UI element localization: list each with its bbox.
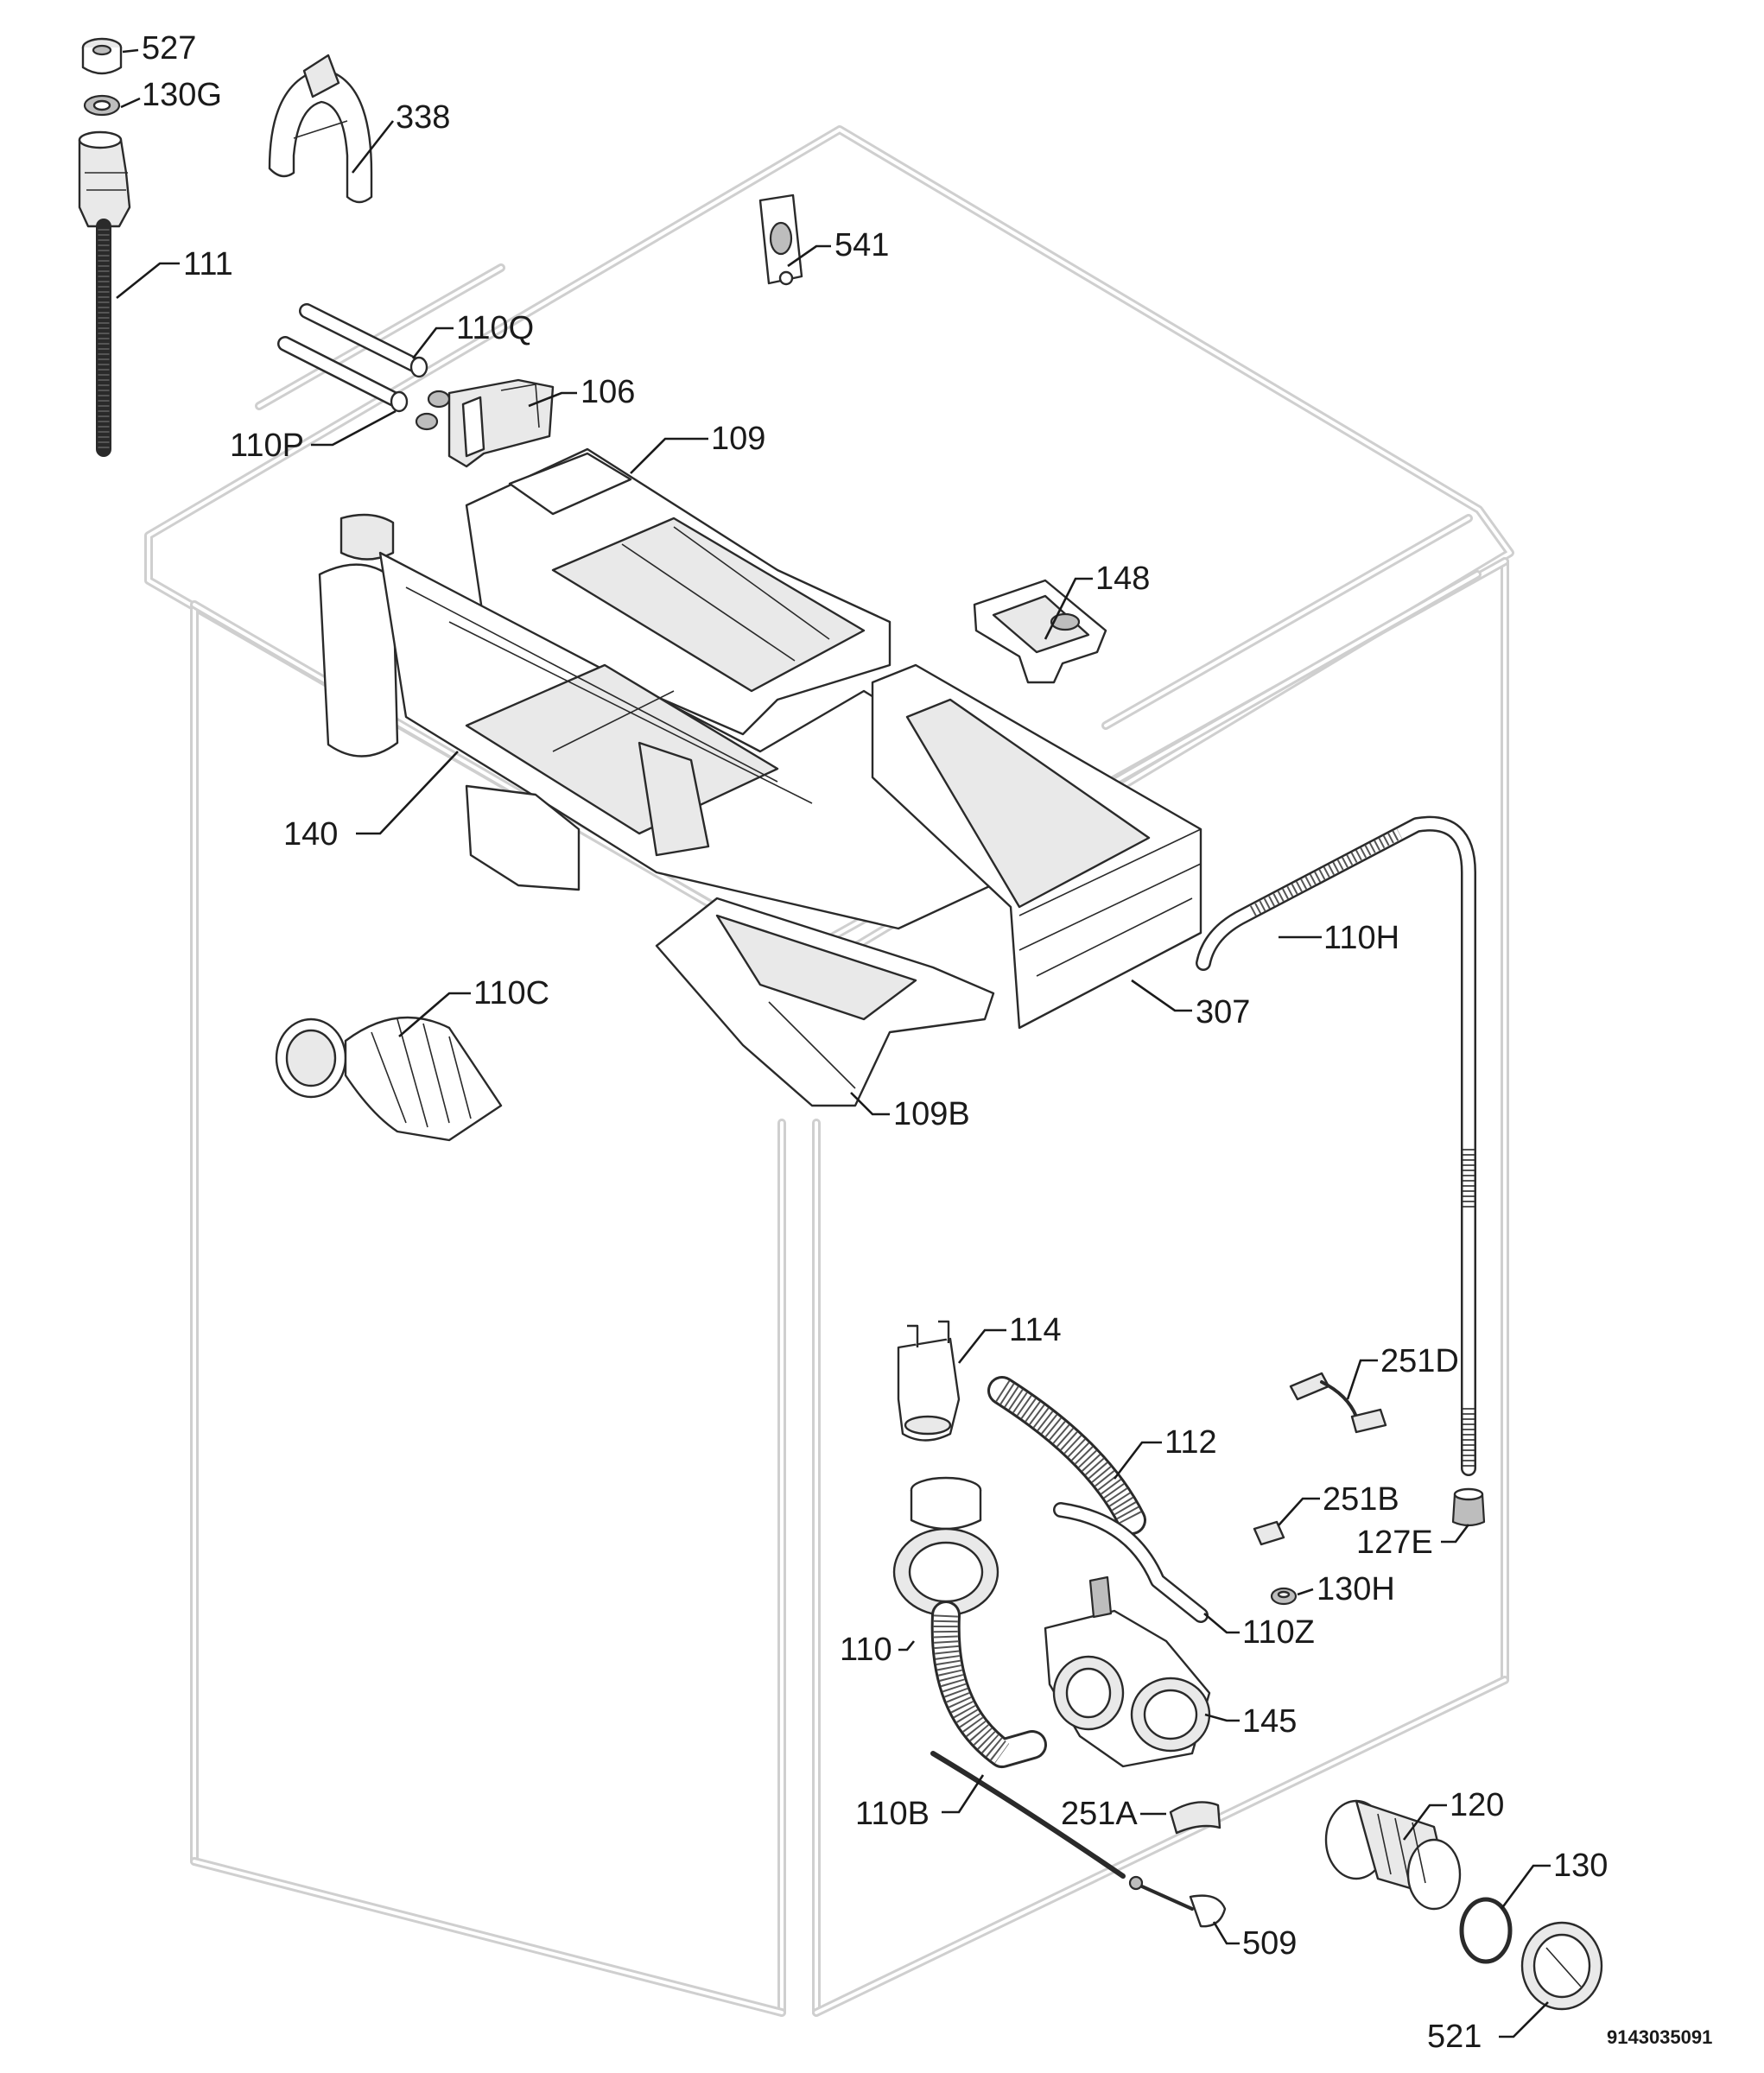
label-130: 130 [1553, 1848, 1608, 1884]
label-110B: 110B [855, 1796, 930, 1832]
label-114: 114 [1009, 1312, 1062, 1348]
part-140-dispenser-housing [318, 513, 1021, 930]
label-120: 120 [1450, 1787, 1504, 1823]
label-541: 541 [834, 227, 889, 263]
part-127E-fitting [1451, 1487, 1486, 1527]
part-251D-wiring [1289, 1372, 1387, 1434]
label-109: 109 [711, 421, 765, 457]
part-130-o-ring [1459, 1897, 1513, 1964]
part-251B-clip [1253, 1520, 1285, 1546]
part-110Q-hose [299, 303, 428, 378]
label-148: 148 [1095, 561, 1150, 597]
part-110P-hose [277, 336, 409, 413]
label-140: 140 [283, 816, 338, 853]
part-338-hose-guide [268, 54, 373, 204]
part-541-bracket [758, 193, 803, 286]
part-251A-clip [1169, 1801, 1221, 1835]
label-130H: 130H [1317, 1571, 1395, 1607]
cabinet-outline [144, 125, 1514, 2017]
part-145-drain-pump [1044, 1575, 1211, 1768]
part-130G-washer [83, 94, 121, 117]
part-509-plug [1128, 1875, 1227, 1928]
label-112: 112 [1164, 1424, 1217, 1461]
label-338: 338 [396, 99, 450, 136]
label-251B: 251B [1323, 1481, 1399, 1518]
label-307: 307 [1196, 994, 1250, 1030]
part-106-inlet-valve [415, 378, 555, 468]
part-labels: 527 130G 338 111 541 110Q 106 110P 109 1… [142, 30, 1712, 2055]
label-109B: 109B [893, 1096, 970, 1132]
label-521: 521 [1427, 2019, 1482, 2055]
part-110-sump-hose [892, 1476, 1047, 1768]
label-110: 110 [840, 1632, 892, 1668]
label-110C: 110C [473, 975, 549, 1011]
part-110B-tube [930, 1751, 1126, 1879]
label-110P: 110P [230, 428, 304, 464]
part-112-hose [987, 1376, 1146, 1535]
part-521-filter-cap [1520, 1921, 1603, 2011]
part-110Z-hose [1053, 1502, 1209, 1623]
part-110H-drain-hose [1196, 815, 1476, 1476]
label-106: 106 [581, 374, 635, 410]
label-110Q: 110Q [456, 310, 534, 346]
label-251A: 251A [1061, 1796, 1138, 1832]
part-111-inlet-hose [78, 130, 131, 457]
part-114-pressure-switch [897, 1320, 961, 1442]
label-130G: 130G [142, 77, 222, 113]
part-148-cover [973, 579, 1107, 684]
part-109-dispenser [465, 447, 892, 736]
part-307-drawer [871, 663, 1202, 1030]
label-145: 145 [1242, 1703, 1297, 1740]
label-509: 509 [1242, 1925, 1297, 1962]
label-251D: 251D [1380, 1343, 1459, 1379]
label-110H: 110H [1323, 920, 1399, 956]
label-111: 111 [183, 246, 233, 282]
label-127E: 127E [1356, 1525, 1433, 1561]
label-110Z: 110Z [1242, 1614, 1315, 1651]
part-120-filter [1324, 1799, 1462, 1911]
document-number: 9143035091 [1607, 2026, 1712, 2048]
part-109B-dispenser-base [655, 897, 995, 1107]
part-130H-grommet [1270, 1587, 1298, 1606]
label-527: 527 [142, 30, 196, 67]
part-110C-bellows [275, 1016, 503, 1142]
leader-lines [116, 48, 1551, 2038]
part-527-fitting [81, 37, 123, 75]
